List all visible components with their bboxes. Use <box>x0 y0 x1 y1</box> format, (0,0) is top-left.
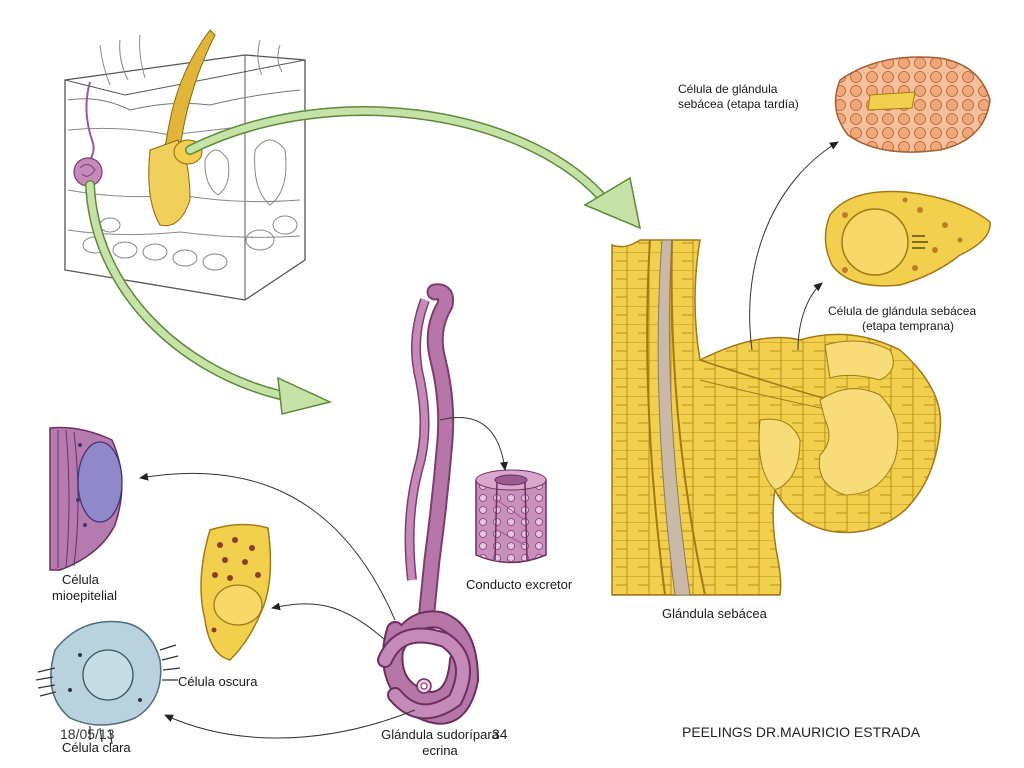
arrow-to-late-cell <box>749 141 839 351</box>
arrow-to-early-cell <box>797 282 823 351</box>
label-line: Célula de glándula <box>678 82 778 96</box>
green-arrow-to-eccrine-gland <box>85 180 333 415</box>
label-myoepithelial-cell: Célula mioepitelial <box>52 572 117 604</box>
footer-date: 18/05/13 <box>60 726 115 742</box>
eccrine-gland-illustration <box>377 283 480 725</box>
arrow-to-myoepithelial-cell <box>139 472 396 621</box>
sebaceous-gland-illustration <box>611 239 942 596</box>
arrow-to-clear-cell <box>164 709 416 739</box>
label-line: sebácea (etapa tardía) <box>678 97 799 111</box>
label-clear-cell: Célula clara <box>62 740 131 755</box>
footer-author: PEELINGS DR.MAURICIO ESTRADA <box>682 724 921 740</box>
label-eccrine-gland: Glándula sudorípara ecrina <box>381 727 499 758</box>
label-sebaceous-gland: Glándula sebácea <box>662 606 767 621</box>
label-line: Célula de glándula sebácea <box>828 304 977 318</box>
label-line: Célula <box>62 572 99 587</box>
label-sebaceous-cell-late: Célula de glándula sebácea (etapa tardía… <box>678 82 799 112</box>
green-arrow-to-sebaceous-gland <box>185 106 642 230</box>
sebaceous-cell-late-illustration <box>834 56 991 153</box>
dark-cell-illustration <box>200 523 272 661</box>
label-line: mioepitelial <box>52 588 118 603</box>
sebaceous-cell-early-illustration <box>824 190 991 287</box>
excretory-duct-illustration <box>475 469 547 564</box>
skin-block-illustration <box>64 29 306 301</box>
label-excretory-duct: Conducto excretor <box>466 577 573 592</box>
myoepithelial-cell-illustration <box>49 426 123 571</box>
arrow-to-dark-cell <box>271 602 386 641</box>
footer-page-number: 34 <box>492 726 508 742</box>
label-line: (etapa temprana) <box>862 319 955 333</box>
label-sebaceous-cell-early: Célula de glándula sebácea (etapa tempra… <box>828 304 976 334</box>
label-dark-cell: Célula oscura <box>178 674 258 689</box>
clear-cell-illustration <box>35 620 181 745</box>
arrow-to-excretory-duct <box>439 416 508 471</box>
